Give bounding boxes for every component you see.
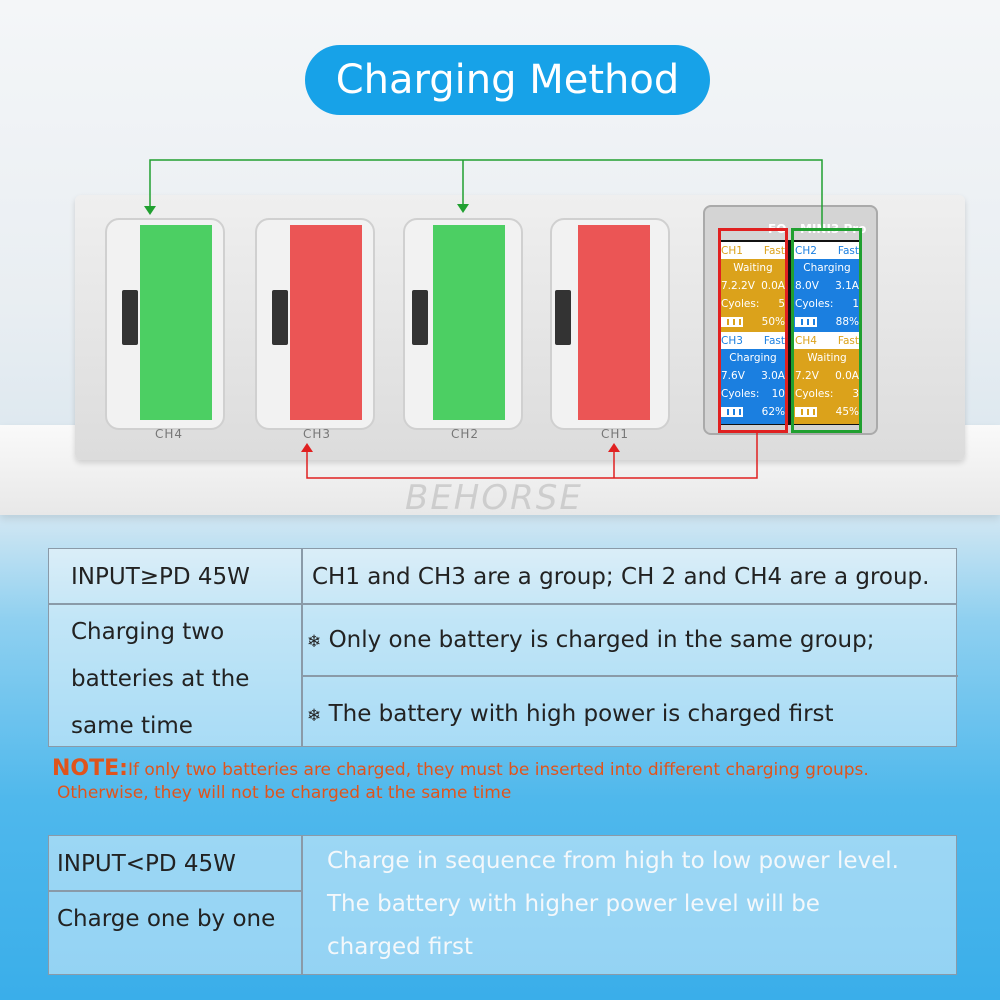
input-condition: INPUT≥PD 45W — [71, 564, 250, 590]
connector-pins — [555, 290, 571, 345]
cycles-label: Cyoles: — [795, 298, 834, 310]
status: Waiting — [807, 352, 847, 364]
note-line2: Otherwise, they will not be charged at t… — [57, 783, 512, 803]
cycles-label: Cyoles: — [795, 388, 834, 400]
voltage: 7.6V — [721, 370, 745, 382]
lcd-cell-ch1: CH1 Fast Waiting 7.2.2V 0.0A Cyoles: 5 50% — [718, 242, 788, 334]
current: 3.1A — [835, 280, 859, 292]
ch-label: CH3 — [721, 334, 743, 347]
status: Charging — [729, 352, 777, 364]
slot-label: CH4 — [155, 427, 184, 441]
desc-line: The battery with higher power level will… — [327, 891, 820, 917]
current: 0.0A — [835, 370, 859, 382]
mode-line: Charging two — [71, 619, 225, 645]
group-green-box — [791, 228, 862, 433]
lcd-cell-ch4: CH4 Fast Waiting 7.2V 0.0A Cyoles: 3 45% — [792, 332, 862, 424]
mode: Fast — [763, 244, 785, 257]
group-description: CH1 and CH3 are a group; CH 2 and CH4 ar… — [312, 564, 930, 590]
table-high-power: INPUT≥PD 45W CH1 and CH3 are a group; CH… — [48, 548, 958, 750]
input-condition: INPUT<PD 45W — [57, 851, 236, 877]
note-label: NOTE: — [52, 756, 128, 781]
battery-icon — [721, 407, 743, 417]
cycles: 1 — [852, 298, 859, 310]
group-red-box — [718, 228, 788, 433]
sequence-description: Charge in sequence from high to low powe… — [327, 840, 899, 969]
group-arrows — [144, 159, 823, 479]
cycles-label: Cyoles: — [721, 298, 760, 310]
red-arrow — [306, 433, 758, 479]
mode: Fast — [837, 244, 859, 257]
ch-label: CH2 — [795, 244, 817, 257]
cycles: 5 — [778, 298, 785, 310]
ch-label: CH4 — [795, 334, 817, 347]
ch-label: CH1 — [721, 244, 743, 257]
desc-line: charged first — [327, 934, 473, 960]
battery-icon — [795, 407, 817, 417]
lcd-cell-ch2: CH2 Fast Charging 8.0V 3.1A Cyoles: 1 88% — [792, 242, 862, 334]
slot-label: CH3 — [303, 427, 332, 441]
title-pill: Charging Method — [305, 45, 710, 115]
mode-label: Charge one by one — [57, 906, 276, 932]
percent: 88% — [835, 316, 859, 328]
battery-icon — [721, 317, 743, 327]
percent: 62% — [761, 406, 785, 418]
voltage: 8.0V — [795, 280, 819, 292]
status: Charging — [803, 262, 851, 274]
mode: Fast — [837, 334, 859, 347]
battery-green — [433, 225, 505, 420]
cycles: 10 — [771, 388, 785, 400]
lcd-cell-ch3: CH3 Fast Charging 7.6V 3.0A Cyoles: 10 62% — [718, 332, 788, 424]
desc-line: Charge in sequence from high to low powe… — [327, 848, 899, 874]
current: 3.0A — [761, 370, 785, 382]
mode: Fast — [763, 334, 785, 347]
watermark: BEHORSE — [405, 478, 583, 518]
note-line1: If only two batteries are charged, they … — [127, 760, 869, 780]
green-arrow — [149, 159, 823, 228]
mode-line: batteries at the — [71, 666, 250, 692]
mode-label: Charging two batteries at the same time — [71, 609, 249, 750]
battery-red — [578, 225, 650, 420]
connector-pins — [272, 290, 288, 345]
cycles: 3 — [852, 388, 859, 400]
percent: 50% — [761, 316, 785, 328]
mode-line: same time — [71, 713, 193, 739]
voltage: 7.2V — [795, 370, 819, 382]
slot-label: CH2 — [451, 427, 480, 441]
cycles-label: Cyoles: — [721, 388, 760, 400]
battery-icon — [795, 317, 817, 327]
percent: 45% — [835, 406, 859, 418]
current: 0.0A — [761, 280, 785, 292]
voltage: 7.2.2V — [721, 280, 755, 292]
battery-red — [290, 225, 362, 420]
rule-2: The battery with high power is charged f… — [328, 701, 834, 727]
status: Waiting — [733, 262, 773, 274]
connector-pins — [412, 290, 428, 345]
battery-green — [140, 225, 212, 420]
rule-1: Only one battery is charged in the same … — [328, 627, 875, 653]
slot-label: CH1 — [601, 427, 630, 441]
snowflake-icon: ❄ — [307, 706, 322, 726]
table-low-power: INPUT<PD 45W Charge one by one Charge in… — [48, 835, 957, 975]
snowflake-icon: ❄ — [307, 632, 322, 652]
connector-pins — [122, 290, 138, 345]
